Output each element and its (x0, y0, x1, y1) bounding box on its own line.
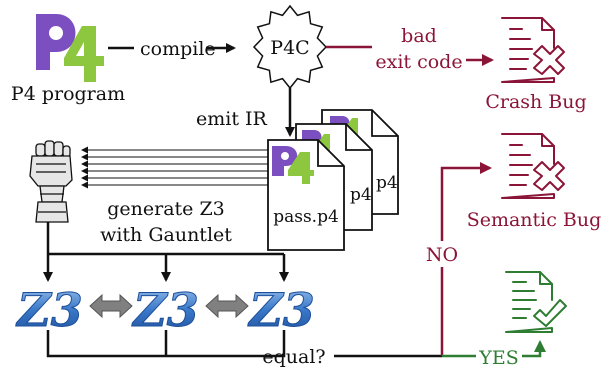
bad-exit-label-1: bad (401, 25, 437, 47)
emit-ir-label: emit IR (196, 108, 268, 130)
no-branch-edge (440, 162, 492, 356)
semantic-bug-label: Semantic Bug (467, 209, 602, 231)
pass-file-front-label: pass.p4 (273, 207, 339, 227)
pass-file-back-2-label: p4 (376, 173, 398, 193)
z3-solver-1: Z3 (15, 283, 83, 337)
yes-label: YES (478, 347, 518, 369)
yes-branch-edge (442, 340, 546, 358)
gauntlet-label-1: generate Z3 (107, 198, 225, 220)
p4-program-label: P4 program (11, 83, 125, 105)
z3-solver-2: Z3 (131, 283, 199, 337)
bad-exit-label-2: exit code (375, 51, 462, 73)
compile-label: compile (140, 38, 216, 60)
no-label: NO (426, 244, 458, 266)
crash-bug-document-icon (501, 17, 565, 83)
p4c-label: P4C (270, 37, 309, 59)
semantic-bug-document-icon (501, 133, 565, 199)
bidirectional-arrow-1 (89, 293, 133, 319)
bidirectional-arrow-2 (205, 293, 249, 319)
gauntlet-to-z3-edges (43, 222, 289, 282)
ir-to-gauntlet-arrows (81, 146, 268, 189)
gauntlet-label-2: with Gauntlet (100, 224, 232, 246)
z3-solver-3: Z3 (247, 283, 315, 337)
gauntlet-icon (29, 140, 73, 223)
yes-label-bg (476, 344, 522, 368)
equal-ok-document-icon (505, 271, 567, 333)
equal-check-label: equal? (262, 346, 325, 368)
equality-check-edges (46, 330, 442, 358)
crash-bug-label: Crash Bug (485, 91, 586, 113)
pass-file-back-1-label: p4 (350, 185, 372, 205)
p4-program-logo (36, 14, 104, 82)
no-label-bg (424, 241, 462, 267)
pass-file-front (267, 139, 345, 251)
